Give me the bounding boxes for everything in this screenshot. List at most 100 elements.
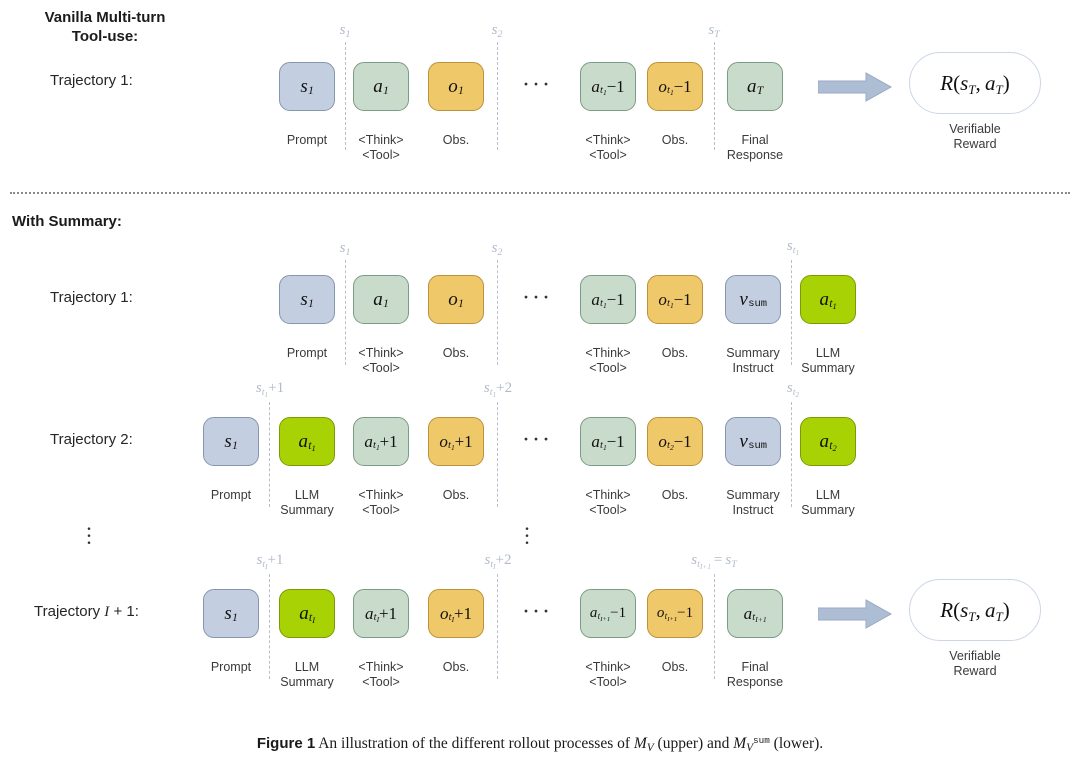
token-caption: Final Response [726,133,784,162]
horizontal-ellipsis: ··· [522,599,552,625]
section-divider [10,192,1070,194]
figure-caption-symbol-2: M [733,735,747,752]
state-separator-s2 [497,42,498,150]
reward-arrow-icon [818,72,892,102]
horizontal-ellipsis: ··· [522,72,552,98]
token-caption: <Think> <Tool> [585,133,631,162]
token-caption: LLM Summary [280,488,334,517]
token-caption: <Think> <Tool> [358,346,404,375]
state-separator-label-s2: s2 [491,240,503,259]
state-separator-label-stI1-eq-sT: stI+1 = sT [691,552,737,572]
state-separator-label-s2: s2 [491,22,503,41]
horizontal-ellipsis: ··· [522,427,552,453]
token-caption: Summary Instruct [726,488,780,517]
figure-caption-symbol-2-sup: sum [753,734,770,746]
token-caption: <Think> <Tool> [585,346,631,375]
reward-caption: Verifiable Reward [949,649,1001,678]
token-caption: LLM Summary [801,488,855,517]
token-caption: Prompt [286,133,328,147]
figure-caption-label: Figure 1 [256,735,316,752]
state-separator-st1-plus2 [497,402,498,507]
token-caption: <Think> <Tool> [585,488,631,517]
figure-caption-text: An illustration of the different rollout… [318,735,631,752]
row-label-vanilla-traj-1: Trajectory 1: [50,72,133,89]
figure-caption: Figure 1 An illustration of the differen… [0,734,1080,755]
section-title-vanilla: Vanilla Multi-turn Tool-use: [44,9,166,45]
token-caption: Obs. [442,133,470,147]
state-separator-label-s1: s1 [339,22,351,41]
section-title-with-summary: With Summary: [12,213,122,230]
reward-arrow-icon [818,599,892,629]
state-separator-s2 [497,260,498,365]
token-caption: Obs. [661,133,689,147]
state-separator-label-sT: sT [708,22,720,41]
token-caption: LLM Summary [280,660,334,689]
horizontal-ellipsis: ··· [522,285,552,311]
token-caption: LLM Summary [801,346,855,375]
state-separator-st1-plus1 [269,402,270,507]
reward-caption: Verifiable Reward [949,122,1001,151]
token-caption: Obs. [442,346,470,360]
row-label-summary-traj-last: Trajectory I + 1: [34,603,139,620]
token-caption: Prompt [210,488,252,502]
state-separator-stI-plus1 [269,574,270,679]
token-caption: <Think> <Tool> [358,660,404,689]
token-caption: <Think> <Tool> [358,133,404,162]
token-caption: Obs. [661,660,689,674]
state-separator-s1 [345,42,346,150]
token-caption: Final Response [726,660,784,689]
state-separator-sT [714,42,715,150]
token-caption: Obs. [661,346,689,360]
token-caption: Prompt [210,660,252,674]
token-caption: Obs. [442,488,470,502]
figure-caption-mid: (upper) and [657,735,730,752]
state-separator-label-st2: st2 [786,380,800,400]
vertical-ellipsis-middle: ... [524,510,530,549]
row-label-summary-traj-2: Trajectory 2: [50,431,133,448]
state-separator-label-st1: st1 [786,238,800,258]
state-separator-stI-plus2 [497,574,498,679]
figure-caption-symbol-2-sub: V [746,742,754,755]
token-caption: Obs. [661,488,689,502]
state-separator-label-stI-plus1: stI+1 [256,552,284,572]
token-caption: <Think> <Tool> [585,660,631,689]
state-separator-st1 [791,260,792,365]
state-separator-label-st1-plus2: st1+2 [483,380,513,400]
row-label-summary-traj-1: Trajectory 1: [50,289,133,306]
vertical-ellipsis-left: ... [86,510,92,549]
token-caption: Obs. [442,660,470,674]
state-separator-st2 [791,402,792,507]
verifiable-reward-pill: R(sT, aT) [909,579,1041,641]
verifiable-reward-pill: R(sT, aT) [909,52,1041,114]
token-caption: Summary Instruct [726,346,780,375]
state-separator-label-s1: s1 [339,240,351,259]
figure-caption-symbol-1-sub: V [646,742,654,755]
state-separator-label-st1-plus1: st1+1 [255,380,285,400]
